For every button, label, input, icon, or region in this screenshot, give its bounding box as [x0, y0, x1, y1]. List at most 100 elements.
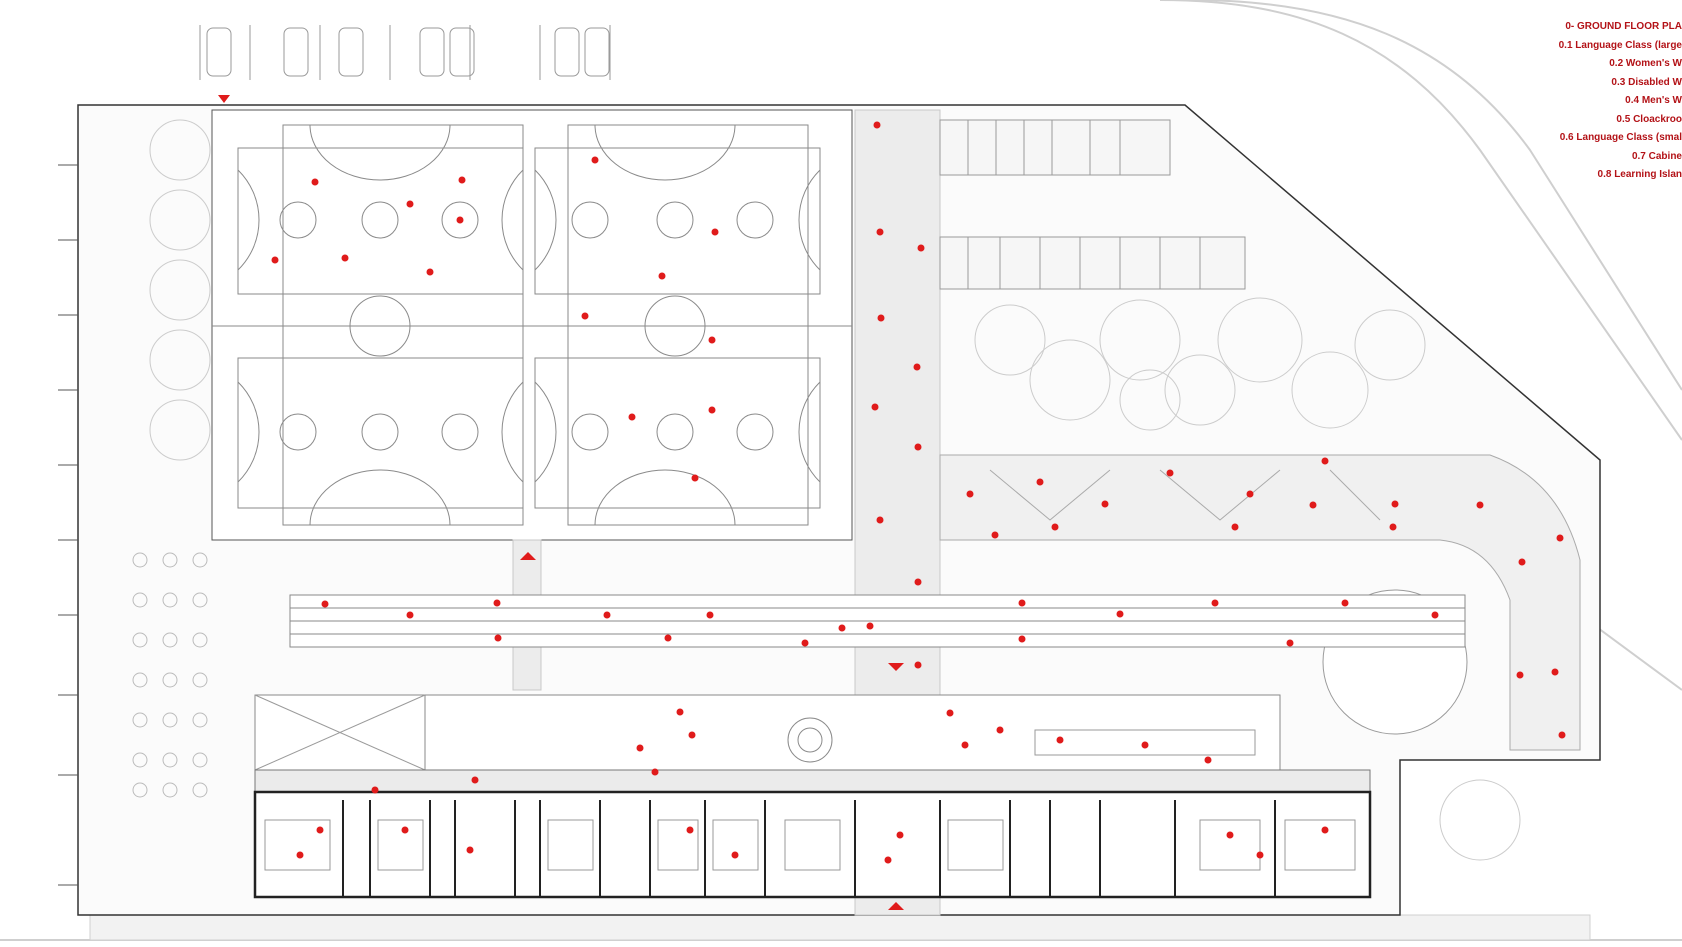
red-dot-icon — [658, 272, 666, 280]
red-dot-icon — [996, 726, 1004, 734]
red-dot-icon — [676, 708, 684, 716]
red-dot-icon — [493, 599, 501, 607]
trees — [149, 119, 1521, 861]
red-dot-icon — [341, 254, 349, 262]
legend-item-0-2: 0.2 Women's W — [1609, 58, 1682, 69]
red-dot-icon — [1231, 523, 1239, 531]
red-dot-icon — [896, 831, 904, 839]
red-dot-icon — [1558, 731, 1566, 739]
red-dot-icon — [877, 314, 885, 322]
red-dot-icon — [1321, 457, 1329, 465]
red-dot-icon — [1518, 558, 1526, 566]
red-dot-icon — [1309, 501, 1317, 509]
red-dot-icon — [603, 611, 611, 619]
red-dot-icon — [651, 768, 659, 776]
legend-item-0-1: 0.1 Language Class (large — [1558, 39, 1682, 51]
red-dot-icon — [876, 228, 884, 236]
red-dot-icon — [1556, 534, 1564, 542]
red-dot-icon — [871, 403, 879, 411]
red-dot-icon — [1101, 500, 1109, 508]
red-dot-icon — [1431, 611, 1439, 619]
red-dot-icon — [917, 244, 925, 252]
legend-item-0-8: 0.8 Learning Islan — [1597, 169, 1682, 180]
red-dot-icon — [401, 826, 409, 834]
red-dot-icon — [581, 312, 589, 320]
red-dot-icon — [1141, 741, 1149, 749]
right-parking — [939, 119, 1246, 290]
red-dot-icon — [884, 856, 892, 864]
red-dot-icon — [706, 611, 714, 619]
red-dot-icon — [1204, 756, 1212, 764]
red-dot-icon — [311, 178, 319, 186]
red-dot-icon — [1286, 639, 1294, 647]
level-marker-icon — [58, 164, 78, 886]
red-dot-icon — [1166, 469, 1174, 477]
red-dot-icon — [708, 406, 716, 414]
red-dot-icon — [708, 336, 716, 344]
legend-item-0-3: 0.3 Disabled W — [1611, 76, 1682, 88]
red-dot-icon — [1516, 671, 1524, 679]
red-dot-icon — [1018, 635, 1026, 643]
red-dot-icon — [961, 741, 969, 749]
red-dot-icon — [913, 363, 921, 371]
red-dot-icon — [1226, 831, 1234, 839]
room-legend: 0- GROUND FLOOR PLA 0.1 Language Class (… — [1512, 18, 1682, 185]
red-dot-icon — [426, 268, 434, 276]
red-dot-icon — [1246, 490, 1254, 498]
red-dot-icon — [1341, 599, 1349, 607]
red-dot-icon — [1018, 599, 1026, 607]
legend-item-0-5: 0.5 Cloackroo — [1616, 113, 1682, 125]
red-dot-icon — [636, 744, 644, 752]
red-dot-icon — [1321, 826, 1329, 834]
red-dot-icon — [471, 776, 479, 784]
red-dot-icon — [991, 531, 999, 539]
legend-item-0-7: 0.7 Cabine — [1631, 150, 1682, 162]
red-dot-icon — [914, 443, 922, 451]
legend-item-0-6: 0.6 Language Class (smal — [1559, 132, 1682, 143]
red-dot-icon — [456, 216, 464, 224]
red-dot-icon — [1551, 668, 1559, 676]
red-dot-icon — [1211, 599, 1219, 607]
red-dot-icon — [1036, 478, 1044, 486]
red-dot-icon — [406, 200, 414, 208]
red-dot-icon — [371, 786, 379, 794]
red-dot-icon — [686, 826, 694, 834]
red-dot-icon — [406, 611, 414, 619]
red-dot-icon — [946, 709, 954, 717]
red-dot-icon — [691, 474, 699, 482]
red-dot-icon — [1056, 736, 1064, 744]
learning-island-band — [939, 454, 1581, 751]
red-dot-icon — [731, 851, 739, 859]
people-markers — [271, 121, 1566, 864]
legend-item-0-4: 0.4 Men's W — [1625, 95, 1682, 106]
red-dot-icon — [458, 176, 466, 184]
red-dot-icon — [1256, 851, 1264, 859]
red-dot-icon — [1391, 500, 1399, 508]
running-track — [289, 594, 1466, 648]
top-parking — [199, 25, 611, 80]
red-dot-icon — [591, 156, 599, 164]
red-dot-icon — [466, 846, 474, 854]
red-dot-icon — [321, 600, 329, 608]
red-dot-icon — [296, 851, 304, 859]
red-dot-icon — [1476, 501, 1484, 509]
school-building — [253, 694, 1372, 899]
red-dot-icon — [664, 634, 672, 642]
red-dot-icon — [873, 121, 881, 129]
red-dot-icon — [1116, 610, 1124, 618]
red-dot-icon — [711, 228, 719, 236]
red-dot-icon — [688, 731, 696, 739]
red-dot-icon — [914, 661, 922, 669]
red-dot-icon — [628, 413, 636, 421]
red-dot-icon — [801, 639, 809, 647]
sports-courts — [211, 109, 853, 541]
red-dot-icon — [914, 578, 922, 586]
play-grid — [132, 552, 208, 798]
red-dot-icon — [1051, 523, 1059, 531]
legend-title: 0- GROUND FLOOR PLA — [1565, 21, 1682, 32]
red-dot-icon — [866, 622, 874, 630]
red-dot-icon — [316, 826, 324, 834]
red-dot-icon — [876, 516, 884, 524]
red-dot-icon — [838, 624, 846, 632]
